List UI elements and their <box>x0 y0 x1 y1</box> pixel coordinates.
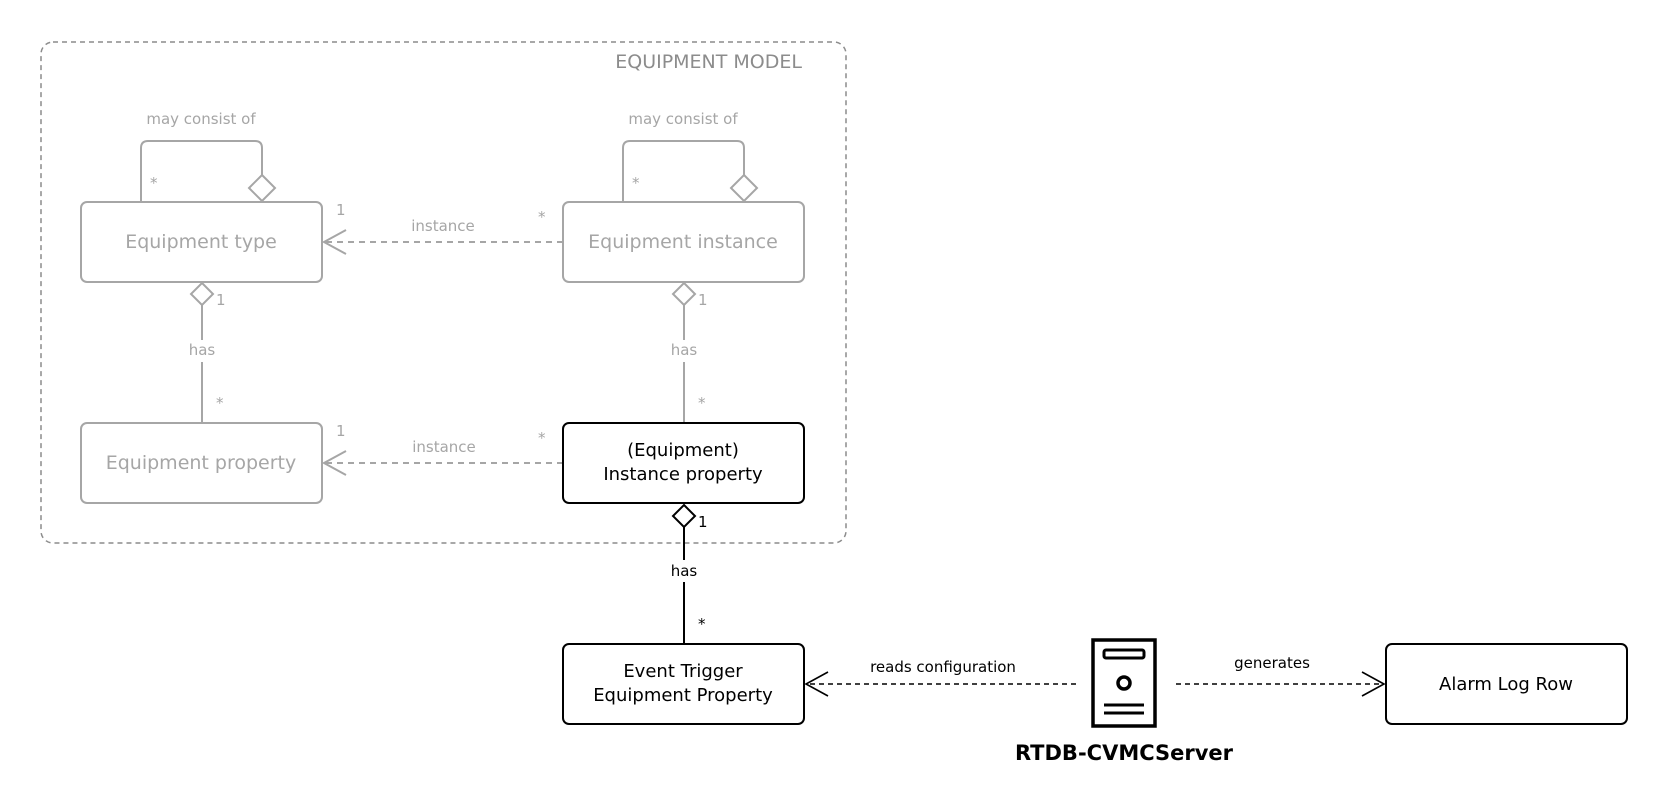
instance-property-label-line1: (Equipment) <box>627 440 739 461</box>
instance-self-star: * <box>632 174 640 192</box>
prop-instance-star: * <box>538 429 546 447</box>
alarm-log-row-box[interactable] <box>1385 643 1628 725</box>
event-trigger-box[interactable] <box>562 643 805 725</box>
has-instance-label: has <box>671 341 698 359</box>
instance-arrowhead-top-icon <box>321 229 347 255</box>
type-self-loop <box>140 140 263 202</box>
equipment-type-label: Equipment type <box>125 231 277 253</box>
type-self-star: * <box>150 174 158 192</box>
instance-arrowhead-bottom-icon <box>321 450 347 476</box>
may-consist-of-type-label: may consist of <box>146 110 256 128</box>
instance-property-box[interactable] <box>562 422 805 504</box>
event-trigger-label-line2: Equipment Property <box>593 685 773 706</box>
equipment-instance-label: Equipment instance <box>588 231 778 253</box>
type-self-diamond-icon <box>247 173 277 203</box>
inst-has-one: 1 <box>698 291 708 309</box>
inst-has-diamond-icon <box>671 281 697 307</box>
type-instance-star: * <box>538 208 546 226</box>
may-consist-of-instance-label: may consist of <box>628 110 738 128</box>
instance-top-label: instance <box>411 217 475 235</box>
inst-has-star: * <box>698 394 706 412</box>
type-has-star: * <box>216 394 224 412</box>
has-type-label: has <box>189 341 216 359</box>
equipment-property-label: Equipment property <box>106 452 297 474</box>
alarm-log-row-label: Alarm Log Row <box>1439 674 1573 695</box>
reads-configuration-label: reads configuration <box>870 658 1016 676</box>
instance-self-loop <box>622 140 745 202</box>
type-has-one: 1 <box>216 291 226 309</box>
instance-property-label-line2: Instance property <box>603 464 763 485</box>
equipment-model-title: EQUIPMENT MODEL <box>615 51 802 73</box>
type-has-diamond-icon <box>189 281 215 307</box>
instance-self-diamond-icon <box>729 173 759 203</box>
prop-instance-one: 1 <box>336 422 346 440</box>
instance-bottom-label: instance <box>412 438 476 456</box>
equipment-model-frame <box>40 41 847 544</box>
event-has-one: 1 <box>698 513 708 531</box>
server-label: RTDB-CVMCServer <box>1015 741 1234 765</box>
reads-configuration-arrowhead-icon <box>804 671 829 697</box>
generates-label: generates <box>1234 654 1310 672</box>
has-event-label: has <box>671 562 698 580</box>
type-instance-one: 1 <box>336 201 346 219</box>
event-trigger-label-line1: Event Trigger <box>623 661 743 682</box>
generates-arrowhead-icon <box>1361 671 1386 697</box>
event-has-diamond-icon <box>671 503 697 529</box>
event-has-star: * <box>698 615 706 633</box>
server-icon[interactable] <box>1091 638 1157 728</box>
